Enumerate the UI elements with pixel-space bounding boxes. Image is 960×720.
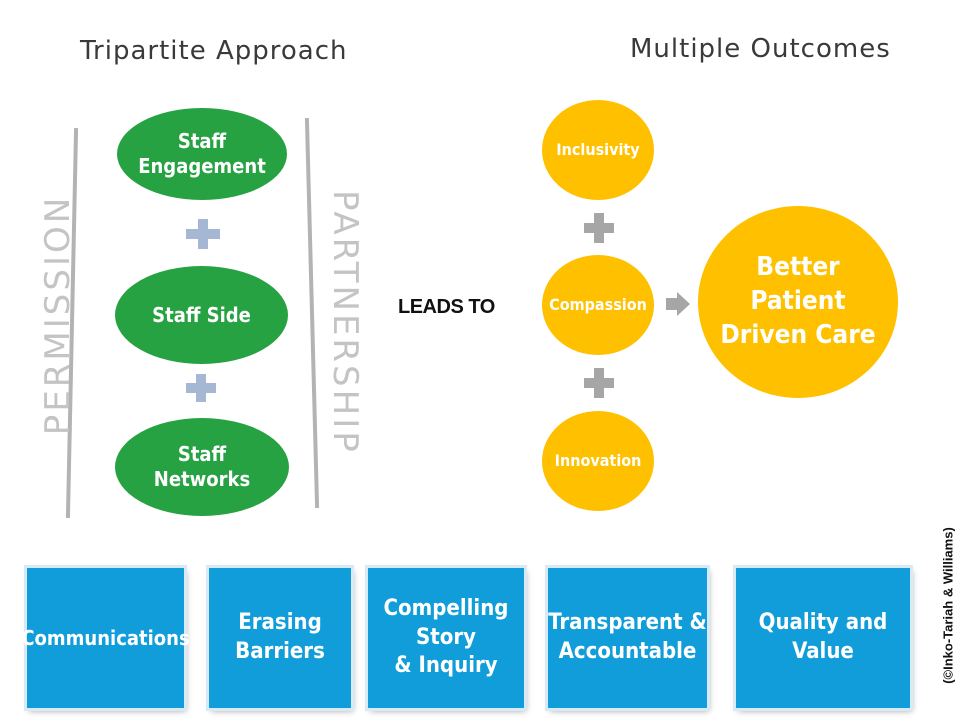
circle-better-patient-driven-care: Better Patient Driven Care [698,206,898,398]
oval-staff-side: Staff Side [115,266,288,364]
permission-label: PERMISSION [38,194,78,436]
circle-innovation: Innovation [542,411,654,511]
plus-icon [186,219,220,249]
circle-compassion: Compassion [542,255,654,355]
pillar-communications: Communications [21,568,190,708]
pillar-compelling-story: Compelling Story & Inquiry [368,568,524,708]
frame-line-right [304,118,320,508]
copyright-credit: (©Inko-Tariah & Williams) [940,527,956,684]
heading-tripartite-approach: Tripartite Approach [80,36,348,66]
pillar-erasing-barriers: Erasing Barriers [209,568,351,708]
heading-multiple-outcomes: Multiple Outcomes [630,34,891,64]
oval-staff-engagement: Staff Engagement [117,108,287,200]
arrow-right-icon [666,292,690,316]
plus-icon [186,374,216,402]
oval-staff-networks: Staff Networks [115,418,289,516]
pillar-transparent-accountable: Transparent & Accountable [548,568,707,708]
plus-icon [584,368,614,398]
circle-inclusivity: Inclusivity [542,100,654,200]
plus-icon [584,213,614,243]
partnership-label: PARTNERSHIP [325,190,365,455]
leads-to-label: LEADS TO [398,296,495,318]
pillar-quality-value: Quality and Value [736,568,910,708]
